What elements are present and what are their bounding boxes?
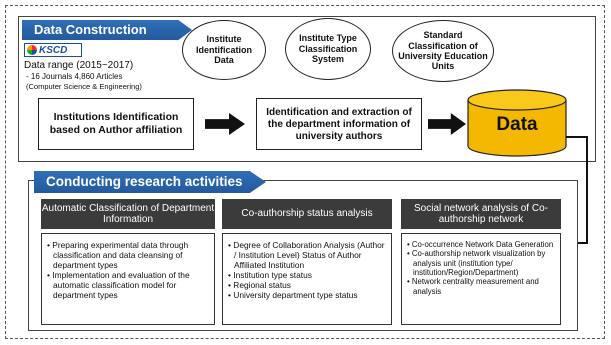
list-item: Institution type status xyxy=(228,270,387,280)
step-department-extraction: Identification and extraction of the dep… xyxy=(256,98,422,150)
list-item: University department type status xyxy=(228,290,387,300)
kscd-logo-icon xyxy=(27,45,37,55)
data-construction-title: Data Construction xyxy=(34,22,147,37)
data-range-label: Data range (2015~2017) xyxy=(24,60,134,71)
column-card-classification: Preparing experimental data through clas… xyxy=(41,233,215,325)
outer-frame xyxy=(5,5,605,339)
column-header-social-network: Social network analysis of Co-authorship… xyxy=(401,199,561,229)
column-header-classification: Automatic Classification of Department I… xyxy=(41,199,215,229)
data-range-field: (Computer Science & Engineering) xyxy=(26,82,142,91)
data-range-detail: - 16 Journals 4,860 Articles xyxy=(26,72,123,81)
research-banner: Conducting research activities xyxy=(34,171,266,193)
data-label: Data xyxy=(496,114,538,135)
ellipse-standard-classification: Standard Classification of University Ed… xyxy=(392,20,494,82)
data-construction-banner: Data Construction xyxy=(22,20,192,40)
ellipse-institute-type-classification: Institute Type Classification System xyxy=(285,18,371,80)
list-item: Co-occurrence Network Data Generation xyxy=(407,240,556,249)
research-title: Conducting research activities xyxy=(46,174,243,189)
kscd-logo-text: KSCD xyxy=(39,44,68,56)
step-institution-identification: Institutions Identification based on Aut… xyxy=(38,98,194,150)
column-card-coauthorship-status: Degree of Collaboration Analysis (Author… xyxy=(222,233,392,325)
list-item: Preparing experimental data through clas… xyxy=(47,240,210,270)
list-item: Network centrality measurement and analy… xyxy=(407,277,556,296)
connector-line xyxy=(566,136,588,138)
column-card-social-network: Co-occurrence Network Data Generation Co… xyxy=(401,233,561,325)
list-item: Degree of Collaboration Analysis (Author… xyxy=(228,240,387,270)
data-cylinder xyxy=(467,89,567,157)
ellipse-institute-identification: Institute Identification Data xyxy=(182,20,266,80)
kscd-logo: KSCD xyxy=(24,43,82,57)
connector-line xyxy=(586,136,588,244)
list-item: Implementation and evaluation of the aut… xyxy=(47,270,210,300)
list-item: Regional status xyxy=(228,280,387,290)
list-item: Co-authorship network visualization by a… xyxy=(407,249,556,277)
column-header-coauthorship-status: Co-authorship status analysis xyxy=(222,199,392,229)
